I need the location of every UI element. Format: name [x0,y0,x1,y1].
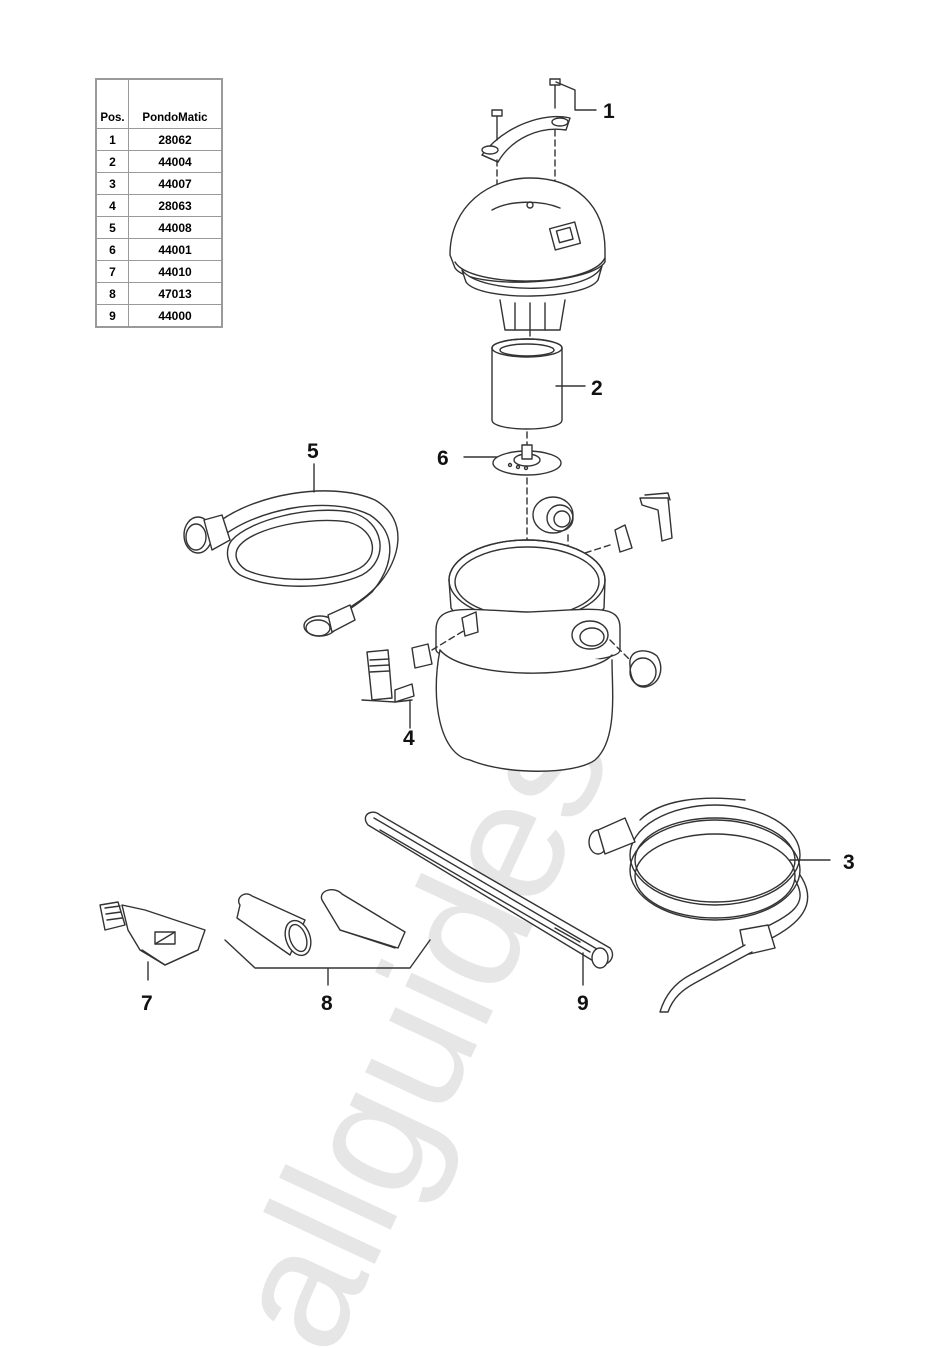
part-valve-disc [493,445,561,475]
callout-5: 5 [307,440,319,463]
part-crevice-nozzle [321,890,405,948]
part-handle [482,117,570,162]
callout-7: 7 [141,992,153,1015]
part-hose-coil-5 [184,491,398,636]
callout-1: 1 [603,100,615,123]
leader-1 [556,82,596,110]
part-front-latch [362,644,432,702]
part-round-nozzle [237,894,315,959]
part-extension-tube [365,812,612,968]
callout-4: 4 [403,727,415,750]
part-filter-cylinder [492,339,562,429]
part-side-latch-right [615,493,672,552]
callout-3: 3 [843,851,855,874]
part-hose-coil-3 [589,798,808,1012]
part-floor-nozzle [100,902,205,965]
part-container-tank [436,540,620,771]
part-motor-head [450,178,605,330]
part-inlet-coupling [533,497,573,533]
callout-2: 2 [591,377,603,400]
callout-9: 9 [577,992,589,1015]
callout-8: 8 [321,992,333,1015]
callout-6: 6 [437,447,449,470]
part-plug-cap [630,651,661,687]
